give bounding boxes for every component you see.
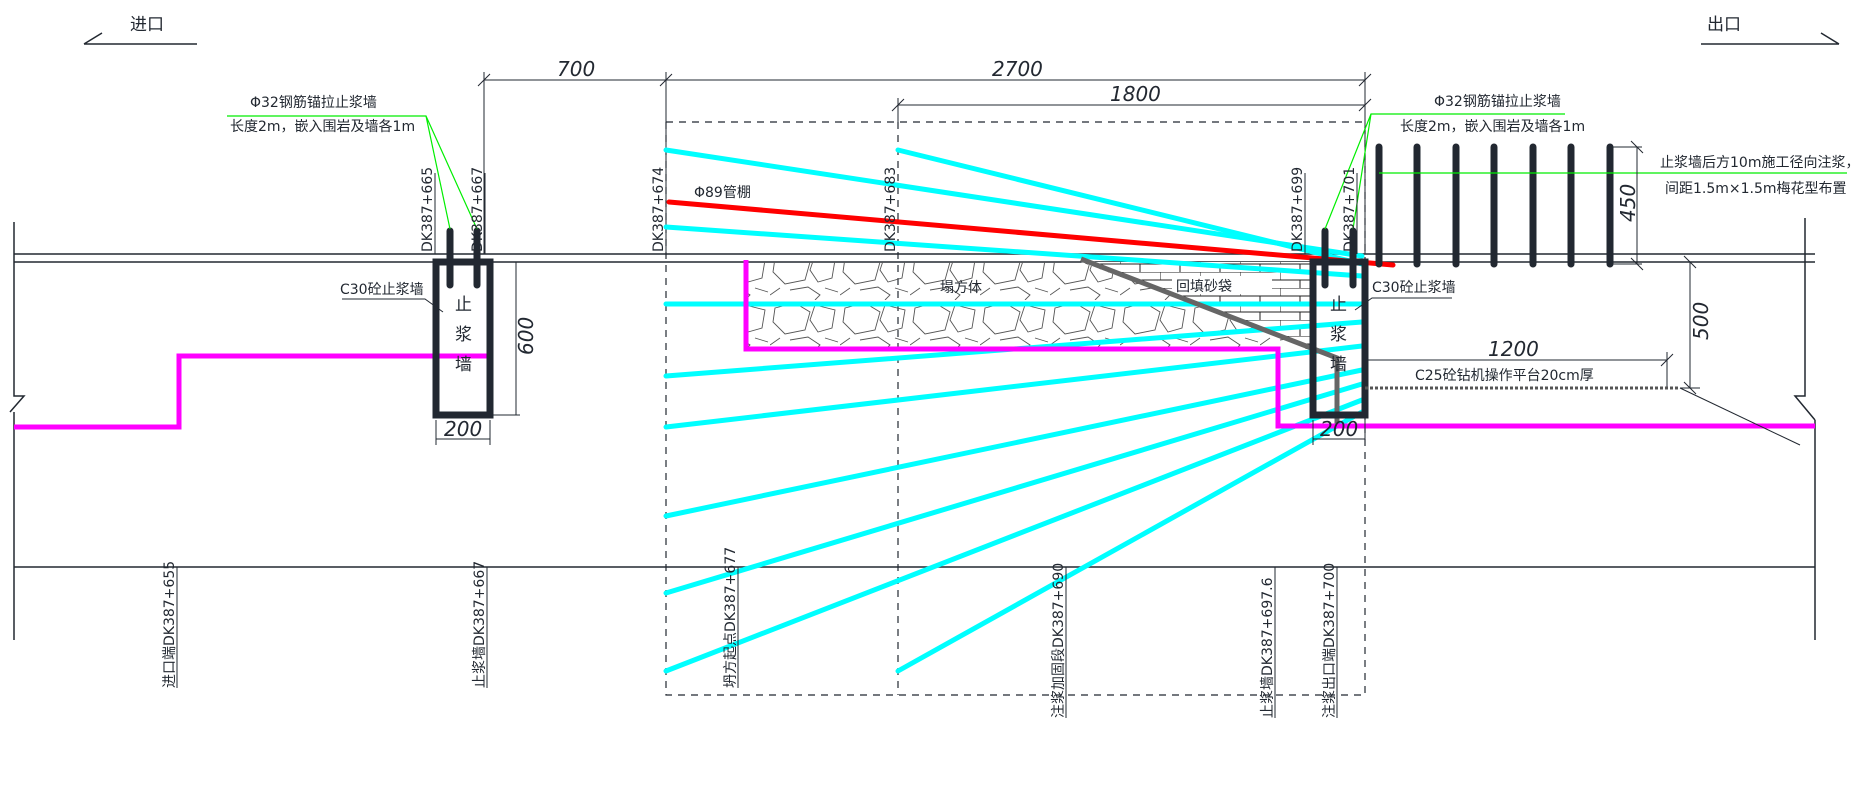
tunnel-outline	[9, 218, 1816, 640]
wall-char: 浆	[455, 325, 472, 345]
anchor-leader-right: Φ32钢筋锚拉止浆墙 长度2m，嵌入围岩及墙各1m	[1324, 93, 1585, 230]
anchor-left-line2: 长度2m，嵌入围岩及墙各1m	[230, 119, 415, 135]
pipe-roof: Φ89管棚	[666, 185, 1396, 268]
radial-grout-line2: 间距1.5m×1.5m梅花型布置	[1665, 181, 1847, 197]
wall-left-label: C30砼止浆墙	[340, 282, 424, 298]
dim-1200: 1200	[1488, 337, 1539, 361]
exit-label: 出口	[1707, 15, 1741, 35]
entrance-label: 进口	[130, 15, 164, 35]
wall-char: 止	[455, 295, 472, 315]
anchor-left-line1: Φ32钢筋锚拉止浆墙	[250, 94, 377, 111]
pipe-roof-label: Φ89管棚	[694, 185, 751, 201]
radial-grout-line1: 止浆墙后方10m施工径向注浆，	[1660, 155, 1859, 171]
station-label: 注浆加固段DK387+690	[1051, 563, 1067, 718]
exit-marker: 出口	[1701, 15, 1840, 45]
station-label: 进口端DK387+655	[162, 561, 178, 688]
wall-right-label: C30砼止浆墙	[1372, 280, 1456, 296]
station-label: DK387+667	[470, 167, 486, 252]
stations-top: DK387+665 DK387+667 DK387+674 DK387+683 …	[420, 167, 1358, 254]
excavation-line-right	[743, 260, 1815, 429]
wall-char: 墙	[455, 355, 472, 375]
collapse-label: 塌方体	[940, 280, 982, 296]
anchor-right-line2: 长度2m，嵌入围岩及墙各1m	[1400, 119, 1585, 135]
wall-char: 墙	[1330, 355, 1347, 375]
wall-char: 浆	[1330, 325, 1347, 345]
station-label: 坍方起点DK387+677	[723, 547, 739, 688]
slope-line	[1080, 256, 1340, 426]
dim-600: 600	[514, 317, 538, 355]
station-label: DK387+701	[1342, 167, 1358, 252]
stations-bottom: 进口端DK387+655 止浆墙DK387+667 坍方起点DK387+677 …	[162, 547, 1338, 718]
dimension-lines: 700 2700 1800	[477, 57, 1372, 254]
platform-label: C25砼钻机操作平台20cm厚	[1415, 368, 1594, 384]
anchor-leader-left: Φ32钢筋锚拉止浆墙 长度2m，嵌入围岩及墙各1m	[227, 94, 478, 230]
anchor-right-line1: Φ32钢筋锚拉止浆墙	[1434, 93, 1561, 110]
dim-450: 450	[1616, 184, 1640, 222]
grouting-zone-boundary	[665, 121, 1366, 696]
station-label: DK387+665	[420, 167, 436, 252]
station-label: 止浆墙DK387+697.6	[1260, 577, 1276, 718]
drilling-platform: 1200 C25砼钻机操作平台20cm厚 500	[1365, 255, 1801, 446]
dim-1800: 1800	[1110, 82, 1161, 106]
grout-wall-right: 止 浆 墙 200 C30砼止浆墙	[1309, 227, 1456, 445]
wall-char: 止	[1330, 295, 1347, 315]
station-label: 注浆出口端DK387+700	[1322, 563, 1338, 718]
radial-grout-bars: 450 止浆墙后方10m施工径向注浆， 间距1.5m×1.5m梅花型布置	[1375, 140, 1859, 271]
station-label: DK387+699	[1290, 167, 1306, 252]
grout-holes	[663, 147, 1365, 674]
dim-2700: 2700	[992, 57, 1043, 81]
station-label: DK387+674	[651, 167, 667, 252]
station-label: DK387+683	[883, 167, 899, 252]
grout-wall-left: 止 浆 墙 600 200 C30砼止浆墙	[340, 227, 538, 445]
dim-500: 500	[1689, 302, 1713, 340]
dim-200-left: 200	[444, 417, 482, 441]
dim-700: 700	[557, 57, 595, 81]
dim-200-right: 200	[1320, 417, 1358, 441]
backfill-label: 回填砂袋	[1176, 279, 1232, 295]
station-label: 止浆墙DK387+667	[472, 561, 488, 688]
entrance-marker: 进口	[83, 15, 197, 45]
